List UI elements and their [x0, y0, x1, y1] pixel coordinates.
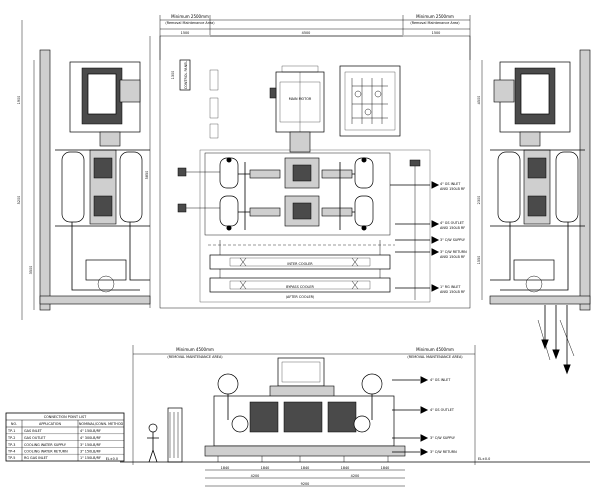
table-title: CONNECTION POINT LIST: [44, 415, 87, 419]
table-row-2-app: GAS OUTLET: [24, 436, 46, 440]
connection-rg-inlet: 1" RG INLET ANSI 150LB RF: [395, 284, 465, 294]
table-row-4-method: 3" 150LB/RF: [80, 450, 101, 454]
bypass-cooler-label: BYPASS COOLER: [286, 285, 314, 289]
right-side-elevation: [489, 49, 591, 375]
dim-top-1500-a: 1500: [181, 31, 190, 35]
table-row-1-app: GAS INLET: [24, 429, 43, 433]
after-cooler-label: (AFTER COOLER): [286, 295, 315, 299]
dim-plan-right-b: 2300: [477, 196, 481, 205]
dim-b-4200-b: 4200: [351, 474, 360, 478]
main-motor-label: MAIN MOTOR: [289, 97, 312, 101]
cw-sub: ANSI 150LB RF: [440, 255, 465, 259]
dim-left-top: 1900: [17, 96, 21, 105]
dim-plan-right-a: 4500: [477, 96, 481, 105]
control-panel-label: CONTROL PANEL: [184, 61, 188, 89]
plan-view: 5850 4500 2300 1550 CONTROL PANEL 1300 M…: [145, 35, 483, 309]
table-row-5-app: RG GAS INLET: [24, 456, 49, 460]
connection-point-table: CONNECTION POINT LIST NO. APPLICATION NO…: [5, 412, 125, 462]
front-elevation: Minimum 4500mm (REMOVAL MAINTENANCE AREA…: [106, 345, 590, 487]
connection-cw-return: 3" C/W RETURN ANSI 150LB RF: [395, 248, 467, 259]
connection-gas-inlet: 4" GS INLET ANSI 150LB RF: [390, 181, 465, 191]
dim-top-min-right-sub: (Removal Maintenance Area): [410, 21, 460, 25]
cw-return-label: 3" C/W RETURN: [440, 250, 467, 254]
dim-b-9200: 9200: [301, 482, 310, 486]
el-right: EL±0.0: [478, 457, 490, 461]
dim-top-4500: 4500: [302, 31, 311, 35]
dim-b-1840-a: 1840: [221, 466, 230, 470]
dim-control-panel: 1300: [171, 71, 175, 80]
table-row-3-app: COOLING WATER SUPPLY: [24, 443, 67, 447]
dim-b-1840-d: 1840: [341, 466, 350, 470]
svg-text:4" GS OUTLET: 4" GS OUTLET: [430, 408, 455, 412]
dim-b-1840-b: 1840: [261, 466, 270, 470]
dim-top-min-left: Minimum 2500mm: [171, 14, 209, 19]
dim-top-1500-b: 1500: [432, 31, 441, 35]
table-row-3-no: TP-3: [7, 443, 15, 447]
table-row-5-method: 1" 150LB/RF: [80, 456, 101, 460]
elev-min-right-sub: (REMOVAL MAINTENANCE AREA): [407, 355, 463, 359]
dim-left-low: 3500: [29, 266, 33, 275]
table-row-1-no: TP-1: [7, 429, 15, 433]
gas-outlet-sub: ANSI 150LB RF: [440, 226, 465, 230]
table-row-2-no: TP-2: [7, 436, 15, 440]
table-header-method: NOMINAL/CONN. METHOD: [79, 422, 124, 426]
inter-cooler: [209, 254, 391, 270]
dim-b-4200-a: 4200: [251, 474, 260, 478]
dim-top-min-right: Minimum 2500mm: [416, 14, 454, 19]
dim-plan-right-c: 1550: [477, 256, 481, 265]
control-panel-box: [179, 59, 191, 91]
table-row-4-app: COOLING WATER RETURN: [24, 450, 68, 454]
bypass-cooler: [209, 277, 391, 293]
human-scale-figure: [147, 423, 159, 463]
el-left: EL±0.0: [106, 457, 118, 461]
gas-inlet-sub: ANSI 150LB RF: [440, 187, 465, 191]
table-row-3-method: 3" 150LB/RF: [80, 443, 101, 447]
elev-min-right: Minimum 4500mm: [416, 347, 454, 352]
dim-left-mid: 5200: [17, 196, 21, 205]
svg-text:4" GS INLET: 4" GS INLET: [430, 378, 451, 382]
inter-cooler-label: INTER COOLER: [287, 262, 313, 266]
elev-min-left-sub: (REMOVAL MAINTENANCE AREA): [167, 355, 223, 359]
connection-gas-outlet: 4" GS OUTLET ANSI 150LB RF: [395, 220, 465, 230]
rg-inlet-sub: ANSI 150LB RF: [440, 290, 465, 294]
top-dimension-strip: Minimum 2500mm (Removal Maintenance Area…: [159, 14, 471, 60]
table-row-5-no: TP-5: [7, 456, 15, 460]
svg-text:3" C/W RETURN: 3" C/W RETURN: [430, 450, 457, 454]
compressor-skid: [204, 152, 391, 236]
auxiliary-panel: [339, 65, 401, 137]
left-side-elevation: 1900 5200 3500: [17, 20, 151, 320]
dim-top-min-left-sub: (Removal Maintenance Area): [165, 21, 215, 25]
table-row-2-method: 4" 300LB/RF: [80, 436, 101, 440]
table-row-1-method: 4" 150LB/RF: [80, 429, 101, 433]
table-header-no: NO.: [11, 422, 17, 426]
gas-inlet-label: 4" GS INLET: [440, 182, 461, 186]
table-row-4-no: TP-4: [7, 450, 15, 454]
elev-min-left: Minimum 4500mm: [176, 347, 214, 352]
table-header-application: APPLICATION: [39, 422, 61, 426]
cw-supply-label: 3" C/W SUPPLY: [440, 238, 466, 242]
gas-outlet-label: 4" GS OUTLET: [440, 221, 465, 225]
connection-cw-supply: 3" C/W SUPPLY: [395, 236, 466, 244]
rg-inlet-label: 1" RG INLET: [440, 285, 461, 289]
dim-b-1840-e: 1840: [381, 466, 390, 470]
dim-b-1840-c: 1840: [301, 466, 310, 470]
svg-text:3" C/W SUPPLY: 3" C/W SUPPLY: [430, 436, 456, 440]
dim-plan-left: 5850: [145, 171, 149, 180]
